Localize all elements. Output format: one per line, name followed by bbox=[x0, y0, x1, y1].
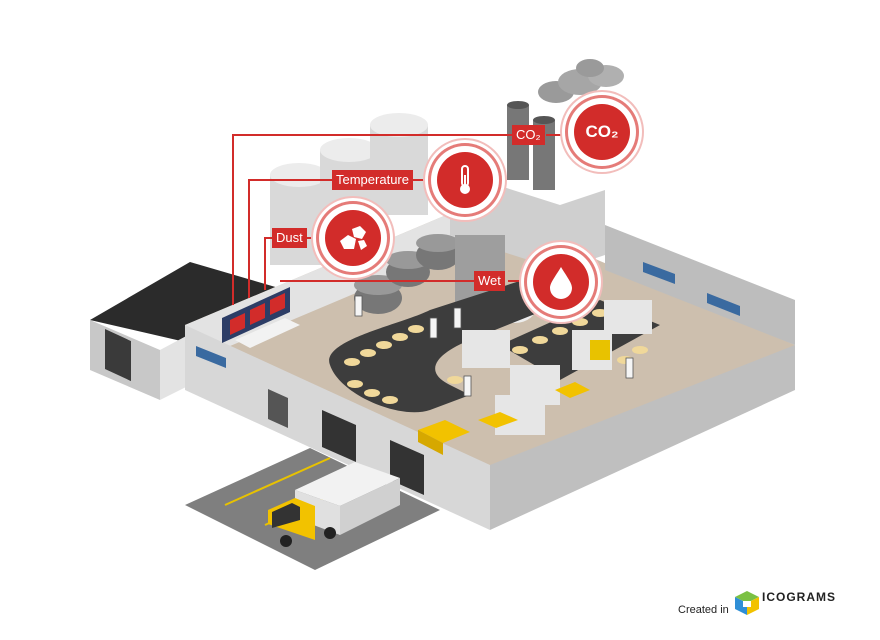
cheese-crates bbox=[418, 382, 590, 455]
dust-label: Dust bbox=[272, 228, 307, 248]
icograms-logo-icon bbox=[735, 591, 759, 615]
sensor-connector-lines bbox=[232, 134, 574, 305]
drop-glyph bbox=[550, 267, 572, 299]
truck bbox=[268, 462, 400, 547]
temperature-label: Temperature bbox=[332, 170, 413, 190]
thermometer-glyph bbox=[460, 165, 470, 194]
dust-particles-icon bbox=[325, 210, 381, 266]
created-in-text: Created in bbox=[678, 604, 729, 616]
wet-label: Wet bbox=[474, 271, 505, 291]
workers bbox=[354, 295, 634, 397]
co2-badge-text: CO₂ bbox=[585, 122, 619, 141]
dust-glyph bbox=[340, 226, 367, 250]
machines bbox=[462, 300, 652, 435]
icograms-brand: ICOGRAMS bbox=[762, 590, 836, 604]
co2-icon: CO₂ bbox=[574, 104, 630, 160]
thermometer-icon bbox=[437, 152, 493, 208]
co2-label: CO₂ bbox=[512, 125, 545, 145]
control-panel bbox=[222, 287, 300, 348]
water-drop-icon bbox=[533, 254, 589, 310]
